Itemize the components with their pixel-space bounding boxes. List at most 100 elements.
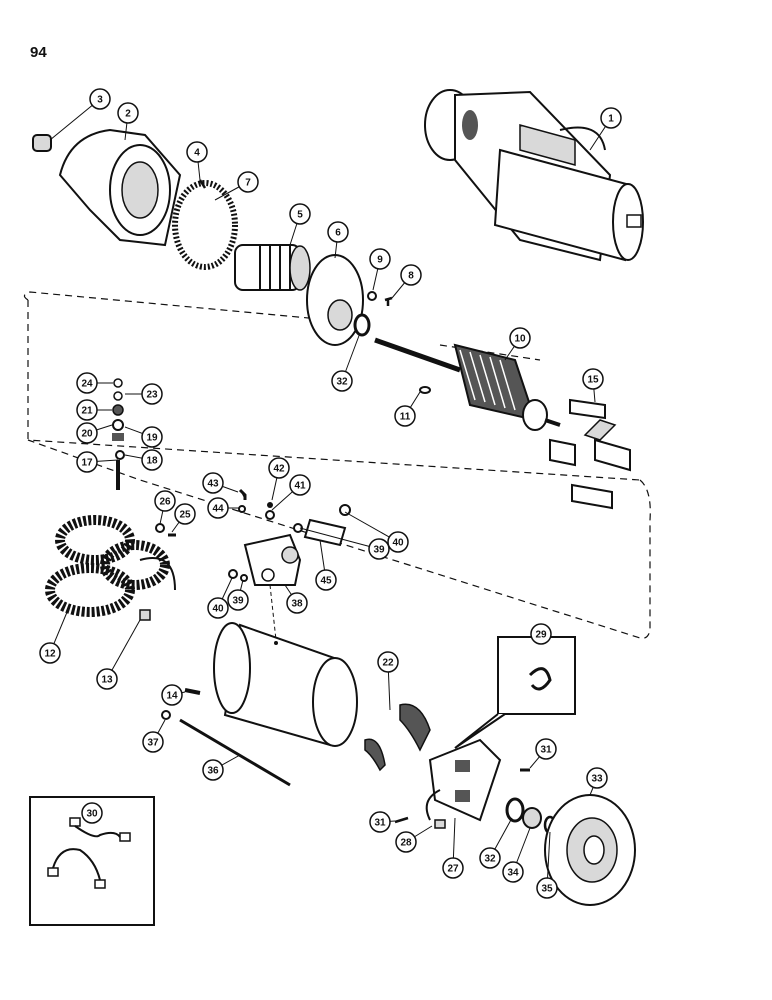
thrust-washer [353, 313, 371, 337]
callout-label-18: 18 [146, 456, 158, 467]
callout-label-2: 2 [125, 109, 131, 120]
callout-circle-29 [530, 623, 552, 645]
callout-label-41: 41 [294, 481, 306, 492]
callout-leader-39 [299, 527, 380, 550]
terminal-block [243, 533, 302, 586]
callout-circle-8 [400, 264, 422, 286]
callout-circle-36 [202, 759, 224, 781]
field-frame [213, 622, 358, 747]
callout-circle-18 [141, 449, 163, 471]
callout-circle-40 [387, 531, 409, 553]
callout-label-32: 32 [484, 854, 496, 865]
brush-holder [425, 738, 502, 822]
brush-spring-a [364, 738, 386, 772]
callout-label-37: 37 [147, 738, 159, 749]
callout-label-39: 39 [373, 545, 385, 556]
brush-set [47, 817, 131, 889]
drive-assembly [234, 244, 311, 291]
brush-spring-b [399, 703, 431, 752]
bushing-34 [522, 807, 542, 829]
callout-circle-2 [117, 102, 139, 124]
callout-label-45: 45 [320, 576, 332, 587]
callout-circle-37 [142, 731, 164, 753]
callout-leader-3 [49, 98, 101, 141]
callout-circle-3 [89, 88, 111, 110]
starter-assembly [424, 89, 644, 262]
callout-label-20: 20 [81, 429, 93, 440]
callout-circle-42 [268, 457, 290, 479]
gasket [172, 180, 238, 270]
callout-label-30: 30 [86, 809, 98, 820]
callout-circle-5 [289, 203, 311, 225]
callout-label-4: 4 [194, 148, 200, 159]
brush-lead [139, 609, 151, 621]
nut-40-left [228, 569, 238, 579]
callout-label-38: 38 [291, 599, 303, 610]
callout-label-32: 32 [336, 377, 348, 388]
woodruff-key [419, 386, 431, 394]
callout-circle-9 [369, 248, 391, 270]
callout-circle-38 [286, 592, 308, 614]
callout-circle-33 [586, 767, 608, 789]
drive-housing [58, 128, 182, 247]
callout-circle-31 [369, 811, 391, 833]
callout-circle-12 [39, 642, 61, 664]
screw-43 [238, 488, 247, 500]
washer-44 [238, 505, 246, 513]
callout-label-27: 27 [447, 864, 459, 875]
callout-circle-34 [502, 861, 524, 883]
callout-label-25: 25 [179, 510, 191, 521]
callout-label-5: 5 [297, 210, 303, 221]
callout-circle-41 [289, 474, 311, 496]
screw-31-lower [394, 816, 409, 824]
callout-label-17: 17 [81, 458, 93, 469]
callout-label-43: 43 [207, 479, 219, 490]
callout-circle-21 [76, 399, 98, 421]
callout-circle-6 [327, 221, 349, 243]
callout-label-40: 40 [392, 538, 404, 549]
callout-label-10: 10 [514, 334, 526, 345]
armature [374, 337, 561, 431]
nut-37 [161, 710, 171, 720]
callout-label-6: 6 [335, 228, 341, 239]
callout-circle-25 [174, 503, 196, 525]
callout-label-1: 1 [608, 114, 614, 125]
callout-label-44: 44 [212, 504, 224, 515]
callout-circle-28 [395, 831, 417, 853]
callout-circle-19 [141, 426, 163, 448]
callout-circle-13 [96, 668, 118, 690]
callout-label-13: 13 [101, 675, 113, 686]
pole-shoes [549, 398, 631, 510]
callout-circle-24 [76, 372, 98, 394]
callout-label-28: 28 [400, 838, 412, 849]
callout-circle-32 [331, 370, 353, 392]
callout-label-29: 29 [535, 630, 547, 641]
callout-circle-23 [141, 383, 163, 405]
callout-circle-17 [76, 451, 98, 473]
callout-label-15: 15 [587, 375, 599, 386]
callout-circle-40 [207, 597, 229, 619]
pin [198, 179, 207, 189]
callout-circle-1 [600, 107, 622, 129]
callout-circle-11 [394, 405, 416, 427]
callout-label-9: 9 [377, 255, 383, 266]
callout-circle-4 [186, 141, 208, 163]
callout-circle-27 [442, 857, 464, 879]
callout-label-23: 23 [146, 390, 158, 401]
callout-label-36: 36 [207, 766, 219, 777]
field-washer [155, 523, 165, 533]
bracket [303, 518, 347, 547]
callout-label-7: 7 [245, 178, 251, 189]
callout-label-19: 19 [146, 433, 158, 444]
callout-label-24: 24 [81, 379, 93, 390]
washer-41 [265, 510, 275, 520]
callout-circle-39 [227, 589, 249, 611]
callout-label-26: 26 [159, 497, 171, 508]
callout-label-33: 33 [591, 774, 603, 785]
spring-inset-box [497, 636, 576, 715]
field-coils [45, 515, 176, 617]
callout-label-22: 22 [382, 658, 394, 669]
